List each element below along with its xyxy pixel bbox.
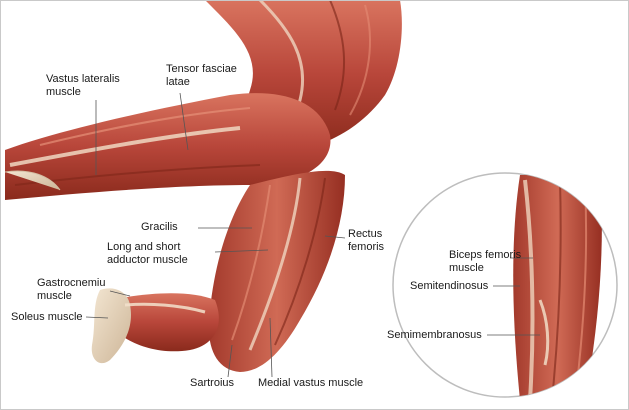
label-tensor-line2: latae — [166, 76, 190, 88]
label-tensor-line1: Tensor fasciae — [166, 63, 237, 75]
label-vastus-lateralis: Vastus lateralis muscle — [46, 73, 120, 99]
label-gastrocnemius: Gastrocnemiu muscle — [37, 277, 105, 303]
label-rectus-line2: femoris — [348, 241, 385, 253]
label-rectus-femoris: Rectus femoris — [348, 228, 384, 254]
leader-adductor — [214, 249, 269, 253]
label-vastus-lateralis-line1: Vastus lateralis — [46, 73, 120, 85]
inset-circle — [392, 172, 618, 398]
label-gracilis: Gracilis — [141, 221, 178, 233]
label-gastro-line2: muscle — [37, 290, 72, 302]
label-tensor-fasciae-latae: Tensor fasciae latae — [166, 63, 237, 89]
calf-foot-group — [91, 288, 219, 364]
label-biceps-line1: Biceps femoris — [449, 249, 522, 261]
label-rectus-line1: Rectus — [348, 228, 383, 240]
label-semitendinosus: Semitendinosus — [410, 280, 489, 292]
lower-leg-muscle-group — [208, 170, 345, 372]
thigh-muscle-group — [4, 93, 331, 200]
label-adductor-line1: Long and short — [107, 241, 181, 253]
label-adductor-line2: adductor muscle — [107, 254, 188, 266]
label-biceps-line2: muscle — [449, 262, 484, 274]
label-vastus-lateralis-line2: muscle — [46, 86, 81, 98]
label-soleus: Soleus muscle — [11, 311, 83, 323]
leader-tensor — [179, 92, 189, 151]
label-medial-vastus: Medial vastus muscle — [258, 377, 364, 389]
leader-sartroius — [227, 344, 233, 378]
leader-soleus — [85, 316, 109, 319]
label-gastro-line1: Gastrocnemiu — [37, 277, 106, 289]
label-sartroius: Sartroius — [190, 377, 235, 389]
label-adductor: Long and short adductor muscle — [107, 241, 188, 267]
label-semimembranosus: Semimembranosus — [387, 329, 482, 341]
leader-lines — [85, 92, 540, 378]
leader-rectus — [324, 235, 346, 239]
leader-medial-vastus — [269, 317, 273, 378]
label-biceps-femoris: Biceps femoris muscle — [449, 249, 521, 275]
leader-gastro — [109, 290, 131, 297]
